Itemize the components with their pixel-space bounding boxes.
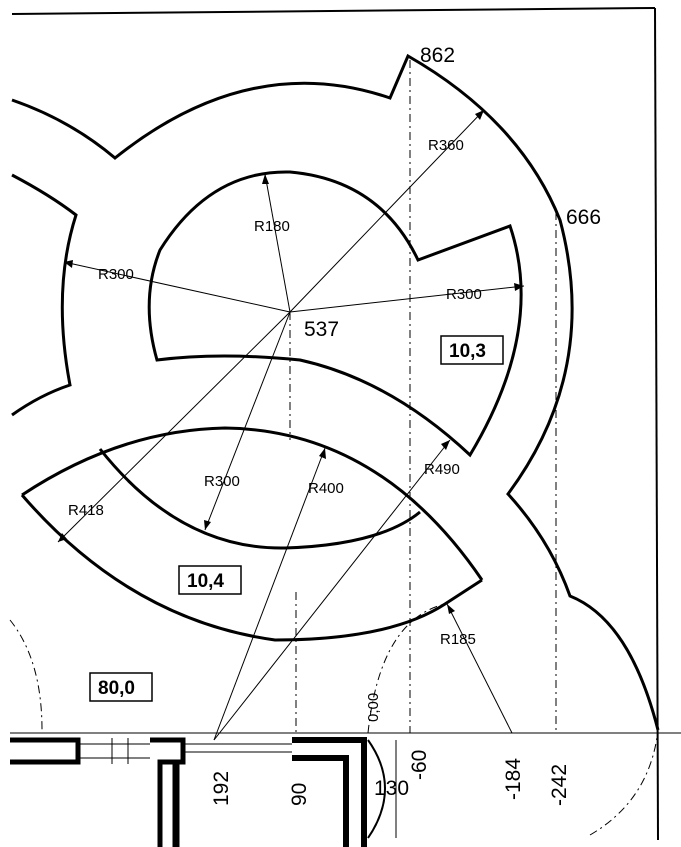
outer-ring-upper — [11, 53, 660, 731]
arrow-r418 — [58, 533, 67, 542]
frame-top — [11, 7, 656, 15]
dim-minus-242: -242 — [548, 764, 571, 806]
elevation-666: 666 — [566, 206, 601, 229]
radius-r180: R180 — [254, 218, 290, 235]
r300-lower-leader — [204, 311, 291, 531]
arrow-r490 — [441, 440, 450, 450]
frame-right — [654, 7, 659, 841]
arrow-r400 — [319, 448, 326, 459]
outer-ring-shape — [11, 53, 660, 731]
arrow-r360 — [475, 110, 484, 120]
arrow-r300-right — [514, 283, 524, 291]
lens-lower-arc — [20, 494, 483, 642]
inner-lens-arc — [98, 448, 421, 550]
arrow-r180 — [262, 174, 269, 184]
area-tag-80-0-box — [89, 672, 153, 702]
labels: 862 666 537 R360 R180 R300 R300 R300 R40… — [68, 44, 601, 648]
inner-ring-path — [147, 170, 523, 458]
elevation-537: 537 — [304, 318, 339, 341]
radius-r300-lower: R300 — [204, 473, 240, 490]
r300-left-leader — [63, 261, 291, 313]
radius-r490: R490 — [424, 461, 460, 478]
dim-minus-60: -60 — [408, 750, 431, 780]
area-tags: 10,3 10,4 80,0 — [89, 335, 504, 702]
area-tag-10-4: 10,4 — [187, 571, 224, 592]
area-tag-10-3-box — [440, 335, 504, 365]
left-dashed-arc — [9, 619, 43, 731]
lens-upper-arc — [21, 426, 484, 581]
dimension-lines — [57, 109, 525, 741]
area-tag-10-3: 10,3 — [449, 341, 486, 362]
radius-r185: R185 — [440, 631, 476, 648]
arrow-r300-lower — [204, 520, 211, 530]
area-tag-80-0: 80,0 — [98, 678, 135, 699]
wall-corner-inner — [292, 755, 349, 847]
r490-leader — [213, 439, 451, 741]
r185-leader — [446, 603, 513, 734]
arrow-r300-left — [64, 260, 73, 268]
frame — [10, 7, 681, 841]
arrow-r185 — [447, 604, 455, 614]
dim-192: 192 — [210, 771, 233, 806]
radius-r400: R400 — [308, 480, 344, 497]
wall-mid-block — [150, 737, 186, 847]
r360-leader — [289, 109, 485, 313]
dim-minus-184: -184 — [502, 758, 525, 800]
radius-r300-left: R300 — [98, 266, 134, 283]
wall-section — [10, 737, 397, 847]
outer-ring-left — [11, 173, 78, 417]
dim-0-00: 0;00 — [365, 693, 382, 722]
r400-leader — [213, 447, 326, 741]
r418-leader — [57, 311, 291, 543]
radius-r300-right: R300 — [446, 286, 482, 303]
arrowheads — [58, 110, 524, 614]
area-tag-10-4-box — [178, 565, 242, 595]
axis-lines — [9, 60, 659, 836]
r300-right-leader — [289, 285, 525, 313]
r185-dashed-arc — [367, 603, 446, 734]
wall-corner-outer — [292, 737, 367, 847]
dim-130: 130 — [374, 777, 409, 800]
wall-left-slab — [10, 737, 81, 765]
lens-shape — [20, 426, 484, 642]
radius-r418: R418 — [68, 502, 104, 519]
elevation-862: 862 — [420, 44, 455, 67]
door-swing-arc — [367, 739, 386, 839]
radius-r360: R360 — [428, 137, 464, 154]
right-dashed-arc — [589, 729, 659, 836]
r180-leader — [264, 173, 291, 313]
inner-ring-shape — [147, 170, 523, 458]
base-dimensions: 192 90 130 -60 -184 -242 0;00 — [210, 693, 571, 806]
dim-90: 90 — [288, 783, 311, 806]
